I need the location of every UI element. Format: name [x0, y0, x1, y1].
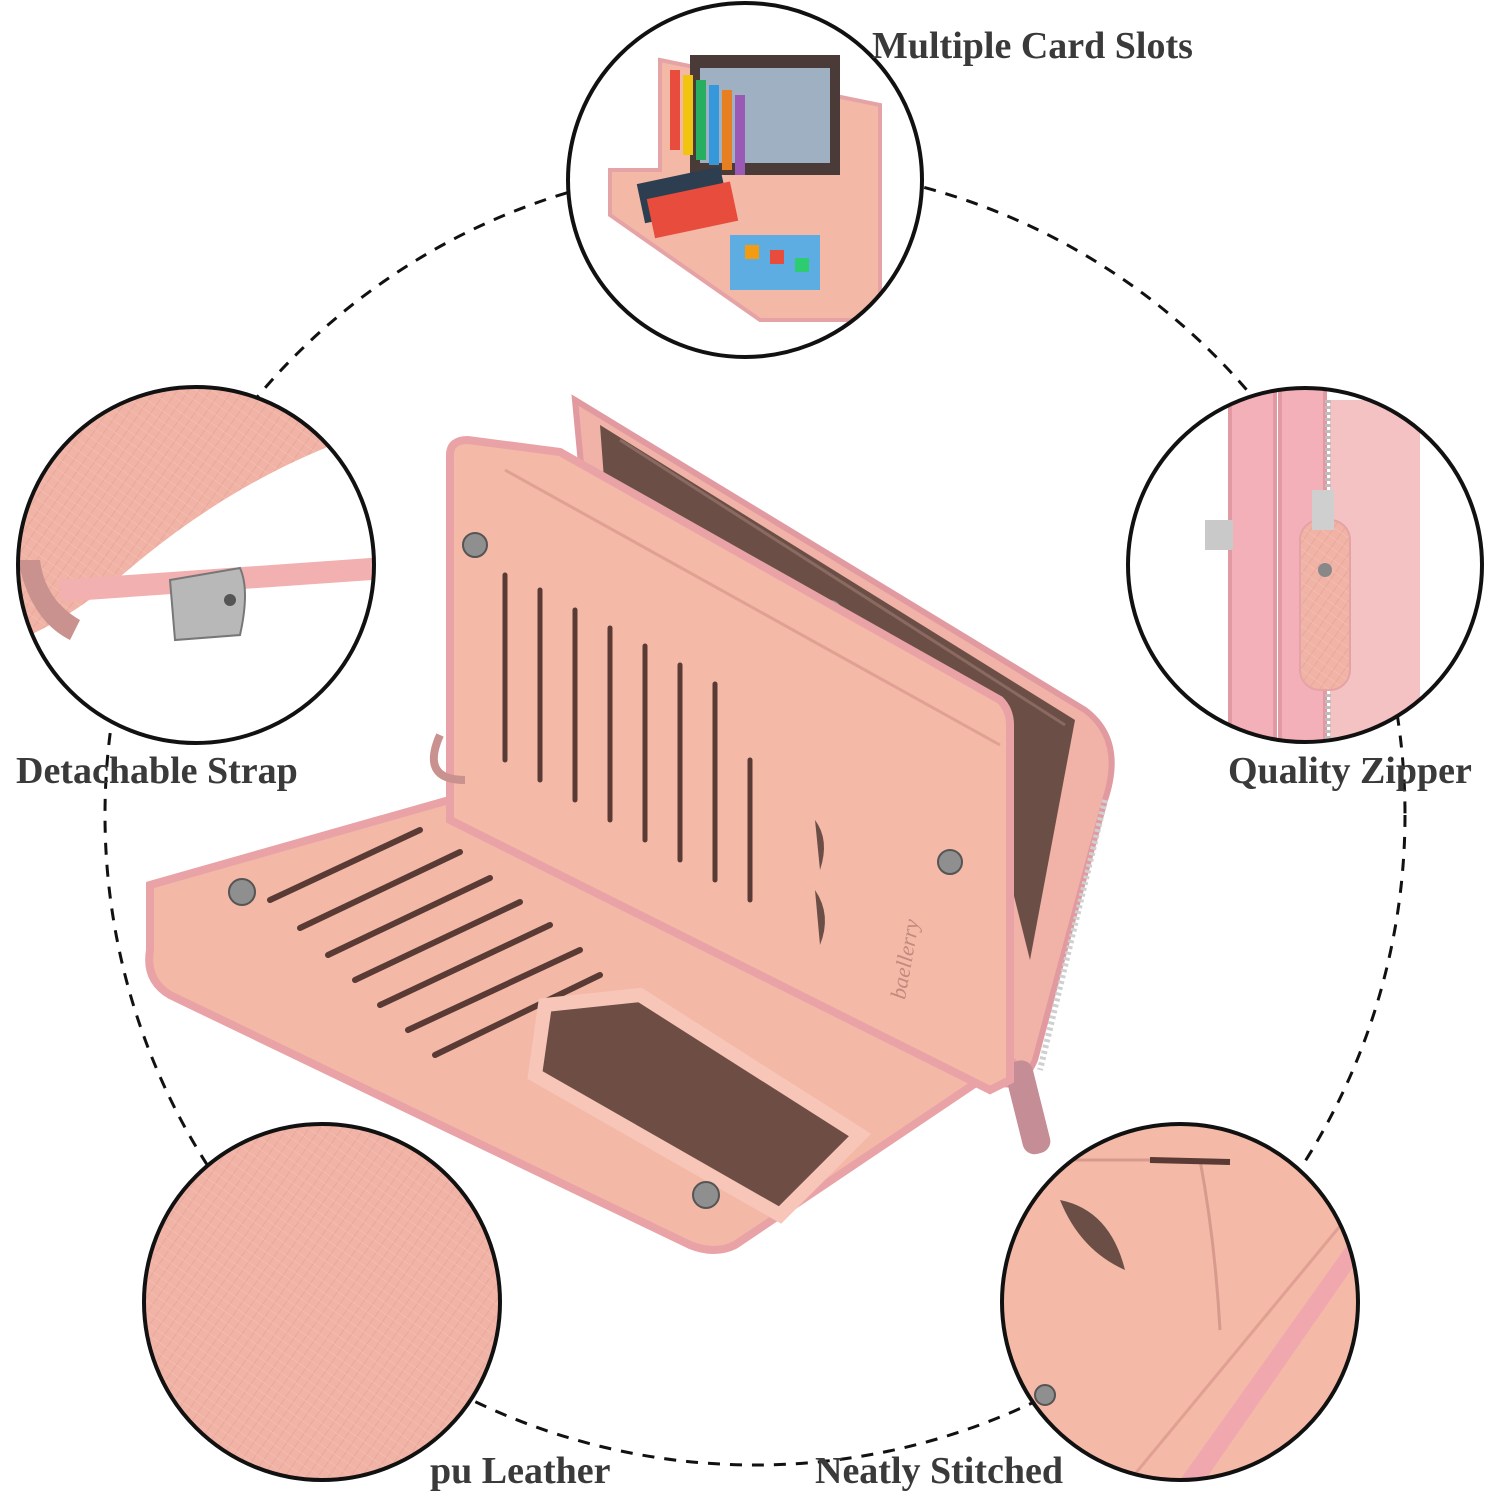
detail-zipper — [1126, 386, 1484, 744]
detail-circle-outline — [1126, 386, 1484, 744]
detail-stitching — [1000, 1122, 1360, 1482]
detail-circle-outline — [16, 385, 376, 745]
label-quality-zipper: Quality Zipper — [1228, 750, 1472, 792]
label-pu-leather: pu Leather — [430, 1450, 611, 1492]
snap-button-icon — [937, 849, 963, 875]
detail-pu-leather — [142, 1122, 502, 1482]
detail-circle-outline — [566, 1, 924, 359]
wrist-strap — [429, 733, 466, 784]
card-slots-upright — [502, 572, 753, 903]
detail-circle-outline — [142, 1122, 502, 1482]
strap-clasp-icon — [224, 594, 236, 606]
snap-button-icon — [228, 878, 256, 906]
snap-button-icon — [462, 532, 488, 558]
card-slots-bottom — [267, 827, 603, 1058]
label-multiple-card-slots: Multiple Card Slots — [872, 25, 1193, 67]
label-neatly-stitched: Neatly Stitched — [815, 1450, 1064, 1492]
main-wallet-image: baellerry — [145, 394, 1115, 1254]
label-detachable-strap: Detachable Strap — [16, 750, 298, 792]
detail-card-slots — [566, 1, 924, 359]
detail-circle-outline — [1000, 1122, 1360, 1482]
snap-button-icon — [692, 1181, 720, 1209]
snap-button-icon — [1034, 1384, 1056, 1406]
id-window — [527, 987, 872, 1224]
wallet-card-panel — [446, 435, 1014, 1095]
zipper-rivet-icon — [1318, 563, 1332, 577]
detail-strap — [16, 385, 376, 745]
